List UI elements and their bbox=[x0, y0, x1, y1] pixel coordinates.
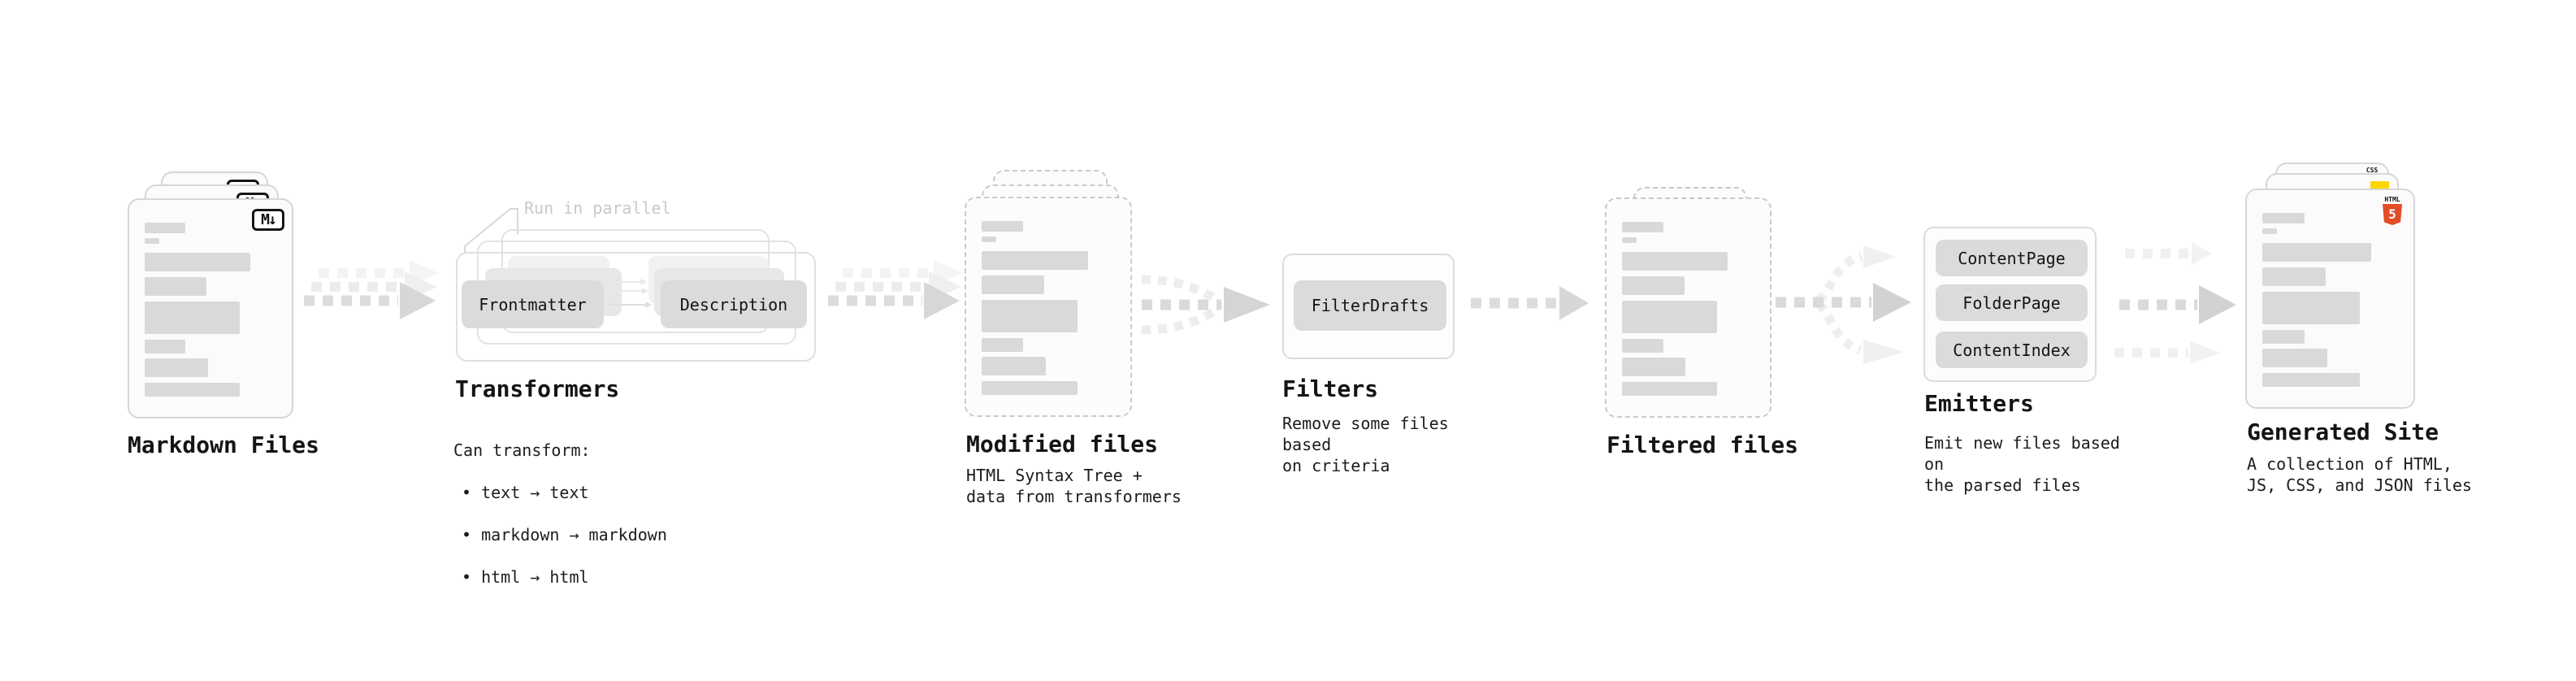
filtered-file-card-front bbox=[1605, 197, 1772, 418]
stage-label: Filtered files bbox=[1607, 432, 1799, 458]
stage-description: Can transform: • text → text • markdown … bbox=[453, 419, 667, 609]
parallel-transform-arrows bbox=[609, 279, 652, 308]
run-in-parallel-annotation: Run in parallel bbox=[524, 198, 671, 218]
annotation-leader-line bbox=[464, 208, 518, 254]
html5-shield: 5 bbox=[2383, 204, 2402, 225]
stage-transformers: Run in parallel Frontmatter Description … bbox=[453, 198, 835, 587]
arrow-transformers-to-modified bbox=[828, 260, 963, 319]
generated-file-card-front: HTML 5 bbox=[2245, 189, 2415, 409]
stage-description: Remove some files based on criteria bbox=[1282, 414, 1449, 475]
content-page-pill: ContentPage bbox=[1936, 240, 2088, 276]
stage-label: Markdown Files bbox=[128, 432, 320, 458]
emitters-box: ContentPage FolderPage ContentIndex bbox=[1923, 227, 2097, 382]
can-transform-heading: Can transform: bbox=[453, 440, 591, 460]
arrow-filters-to-filtered bbox=[1471, 286, 1589, 320]
stage-filters: FilterDrafts Filters Remove some files b… bbox=[1282, 254, 1485, 475]
arrow-markdown-to-transformers bbox=[304, 260, 439, 319]
markdown-icon: M↓ bbox=[252, 209, 284, 231]
html5-label: HTML bbox=[2384, 196, 2400, 203]
stage-label: Transformers bbox=[455, 375, 620, 402]
css-label: CSS bbox=[2366, 167, 2379, 174]
text-line-placeholders bbox=[2247, 190, 2413, 387]
description-pill: Description bbox=[661, 280, 807, 328]
stage-label: Filters bbox=[1282, 375, 1379, 402]
modified-file-card-front bbox=[965, 197, 1132, 417]
text-line-placeholders bbox=[1607, 199, 1770, 396]
stage-label: Generated Site bbox=[2247, 419, 2439, 445]
html5-number: 5 bbox=[2388, 206, 2396, 222]
transform-bullet: • markdown → markdown bbox=[462, 525, 667, 544]
stage-markdown-files: M↓ M↓ M↓ Markdown Files bbox=[128, 171, 339, 472]
filter-drafts-pill: FilterDrafts bbox=[1294, 280, 1446, 331]
text-line-placeholders bbox=[966, 198, 1130, 395]
transformer-group-outline-front bbox=[456, 252, 816, 362]
stage-label: Modified files bbox=[966, 431, 1159, 458]
arrow-emitters-to-generated bbox=[2114, 242, 2236, 364]
stage-filtered-files: Filtered files bbox=[1605, 187, 1808, 471]
arrow-filtered-to-emitters-fan-out bbox=[1776, 245, 1911, 364]
stage-description: A collection of HTML, JS, CSS, and JSON … bbox=[2247, 454, 2472, 495]
arrow-modified-to-filters-fan-in bbox=[1141, 275, 1270, 335]
transform-bullet: • html → html bbox=[462, 567, 589, 587]
text-line-placeholders bbox=[129, 200, 292, 397]
folder-page-pill: FolderPage bbox=[1936, 284, 2088, 321]
html5-icon: HTML 5 bbox=[2382, 196, 2403, 225]
content-index-pill: ContentIndex bbox=[1936, 332, 2088, 368]
stage-modified-files: Modified files HTML Syntax Tree + data f… bbox=[965, 170, 1200, 511]
stage-label: Emitters bbox=[1924, 390, 2034, 417]
markdown-file-card-front: M↓ bbox=[128, 198, 293, 419]
filters-box: FilterDrafts bbox=[1282, 254, 1455, 359]
transform-bullet: • text → text bbox=[462, 483, 589, 502]
stage-generated-site: CSS HTML 5 Generated Site A collection o… bbox=[2245, 163, 2473, 504]
stage-description: HTML Syntax Tree + data from transformer… bbox=[966, 466, 1182, 506]
frontmatter-pill: Frontmatter bbox=[462, 280, 604, 328]
stage-emitters: ContentPage FolderPage ContentIndex Emit… bbox=[1923, 227, 2127, 495]
stage-description: Emit new files based on the parsed files bbox=[1924, 433, 2120, 495]
